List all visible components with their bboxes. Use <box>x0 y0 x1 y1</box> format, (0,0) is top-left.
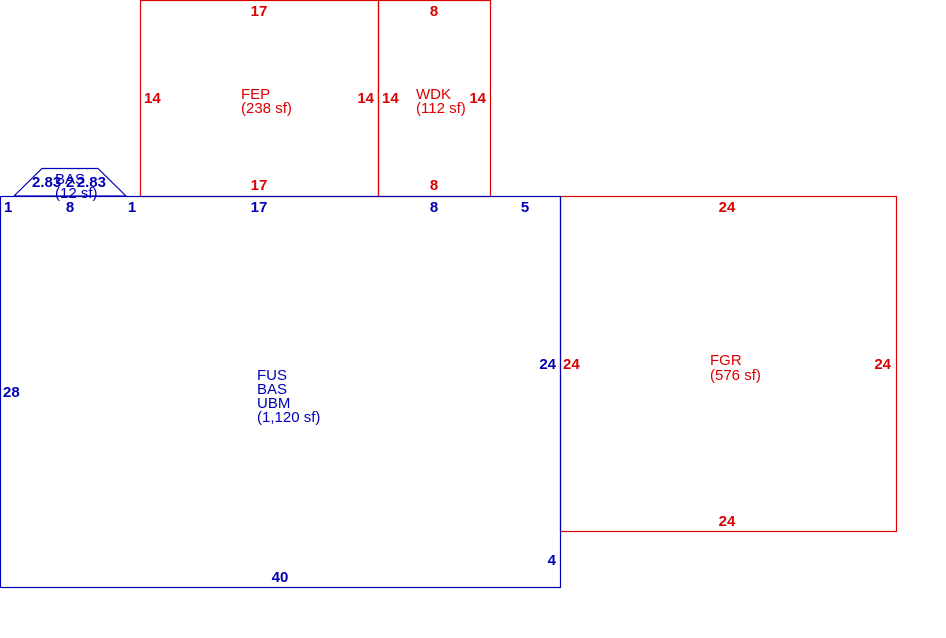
main-dim-top-end: 5 <box>521 199 529 216</box>
fgr-dim-left: 24 <box>563 356 580 373</box>
main-dim-left: 28 <box>3 384 20 401</box>
bay-dim-left-diag: 2.83 <box>32 174 61 191</box>
fep-area-label: (238 sf) <box>241 100 292 117</box>
main-dim-top-wdk: 8 <box>430 199 438 216</box>
fep-dim-left: 14 <box>144 90 161 107</box>
fep-name-label: FEP <box>241 86 270 103</box>
main-area-label: (1,120 sf) <box>257 409 320 426</box>
bay-dim-right-diag: 2.83 <box>77 174 106 191</box>
main-dim-bottom: 40 <box>272 569 289 586</box>
bay-dim-base: 8 <box>66 199 74 216</box>
fgr-area-label: (576 sf) <box>710 367 761 384</box>
main-name-bas: BAS <box>257 381 287 398</box>
main-structure-outline <box>0 195 562 589</box>
main-dim-top-fep: 17 <box>251 199 268 216</box>
fep-area: 17 17 14 14 FEP (238 sf) <box>139 0 380 198</box>
bay-window-area: 2.83 2 2.83 BAS (12 sf) 8 <box>12 167 128 216</box>
fgr-area: 24 24 24 24 FGR (576 sf) <box>559 195 898 533</box>
wdk-dim-right: 14 <box>469 90 486 107</box>
wdk-area: 8 8 14 14 WDK (112 sf) <box>377 0 492 198</box>
wdk-dim-top: 8 <box>430 3 438 20</box>
main-structure-area: 1 1 17 8 5 28 24 4 40 FUS BAS UBM (1,120… <box>0 195 562 589</box>
bay-area-label: (12 sf) <box>55 185 98 202</box>
wdk-name-label: WDK <box>416 86 451 103</box>
fgr-dim-right: 24 <box>874 356 891 373</box>
main-name-ubm: UBM <box>257 395 290 412</box>
bay-dim-top: 2 <box>66 174 74 191</box>
fgr-dim-bottom: 24 <box>719 513 736 530</box>
bay-name-label: BAS <box>55 171 85 188</box>
main-dim-right-upper: 24 <box>539 356 556 373</box>
fgr-dim-top: 24 <box>719 199 736 216</box>
fep-dim-right: 14 <box>357 90 374 107</box>
main-name-fus: FUS <box>257 367 287 384</box>
main-dim-top-right-small: 1 <box>128 199 136 216</box>
fgr-name-label: FGR <box>710 352 742 369</box>
fep-dim-bottom: 17 <box>251 177 268 194</box>
main-dim-right-lower: 4 <box>548 552 557 569</box>
wdk-area-label: (112 sf) <box>416 100 466 117</box>
fep-dim-top: 17 <box>251 3 268 20</box>
main-dim-top-left-small: 1 <box>4 199 12 216</box>
wdk-dim-left: 14 <box>382 90 399 107</box>
wdk-dim-bottom: 8 <box>430 177 438 194</box>
